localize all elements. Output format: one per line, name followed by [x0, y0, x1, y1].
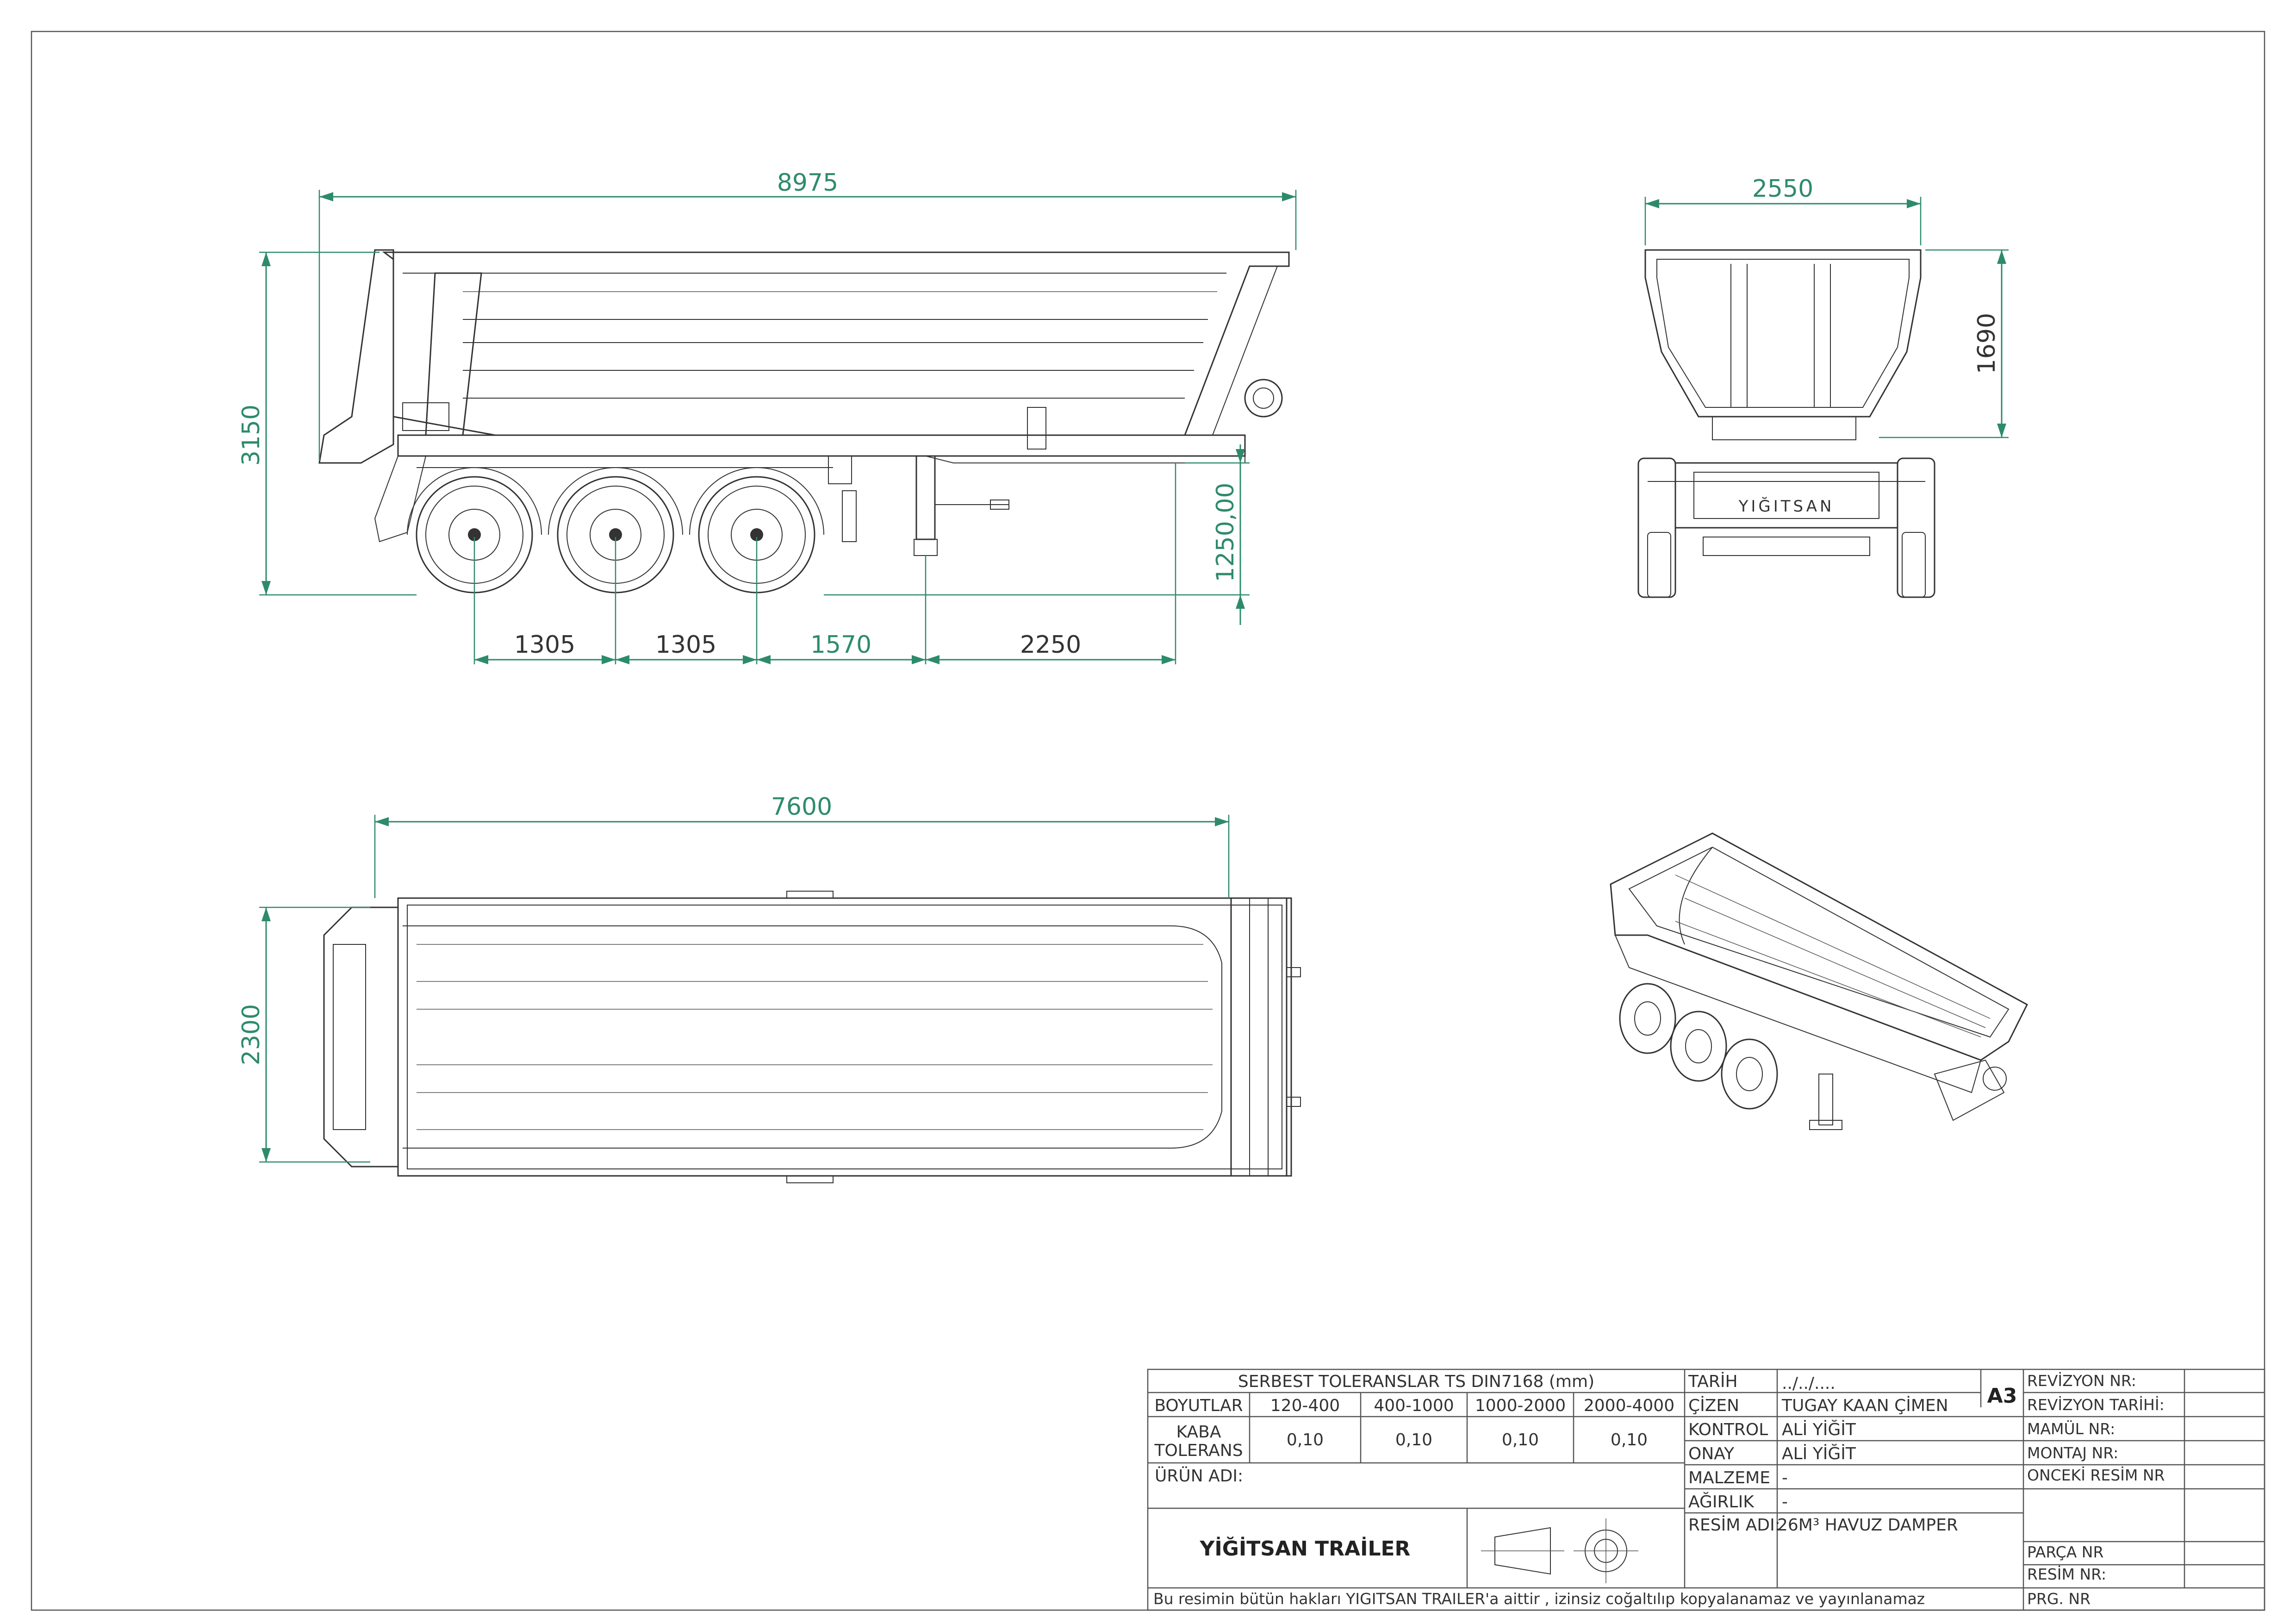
rear-brand-badge: YIĞITSAN: [1738, 497, 1835, 516]
revision-date-label: REVİZYON TARİHİ:: [2027, 1396, 2165, 1414]
side-view: [318, 249, 1290, 593]
weight-value: -: [1782, 1493, 1788, 1512]
top-view: [323, 891, 1301, 1183]
previous-drawing-label: ONCEKİ RESİM NR: [2027, 1466, 2165, 1484]
part-no-label: PARÇA NR: [2027, 1543, 2103, 1561]
check-label: KONTROL: [1688, 1420, 1768, 1439]
title-block: SERBEST TOLERANSLAR TS DIN7168 (mm) BOYU…: [1147, 1368, 2265, 1611]
dim-top-width: 2300: [237, 1004, 265, 1065]
copyright-notice: Bu resimin bütün hakları YIGITSAN TRAILE…: [1153, 1590, 1925, 1608]
tolerance-title: SERBEST TOLERANSLAR TS DIN7168 (mm): [1238, 1372, 1594, 1391]
size-range-4: 2000-4000: [1584, 1396, 1674, 1415]
size-range-2: 400-1000: [1374, 1396, 1454, 1415]
weight-label: AĞIRLIK: [1688, 1492, 1755, 1512]
dim-side-length: 8975: [777, 169, 838, 197]
material-label: MALZEME: [1688, 1468, 1770, 1487]
tolerance-value-3: 0,10: [1502, 1430, 1539, 1449]
size-range-3: 1000-2000: [1475, 1396, 1566, 1415]
drawing-no-label: RESİM NR:: [2027, 1565, 2106, 1583]
sheet-size: A3: [1987, 1384, 2017, 1408]
dim-axle-spacing-1: 1305: [514, 631, 575, 659]
dim-axle-spacing-2: 1305: [655, 631, 716, 659]
product-no-label: MAMÜL NR:: [2027, 1419, 2115, 1438]
dim-rear-width: 2550: [1752, 175, 1813, 203]
dim-side-height: 3150: [237, 405, 265, 466]
product-name-label: ÜRÜN ADI:: [1155, 1466, 1243, 1486]
rough-label-line2: TOLERANS: [1154, 1441, 1243, 1460]
rear-view: YIĞITSAN: [1637, 249, 1935, 598]
dim-leg-to-kingpin: 2250: [1020, 631, 1081, 659]
dim-coupling-height: 1250,00: [1212, 482, 1239, 582]
assembly-no-label: MONTAJ NR:: [2027, 1444, 2118, 1462]
sizes-label: BOYUTLAR: [1154, 1396, 1243, 1415]
drawing-name-value: 26M³ HAVUZ DAMPER: [1777, 1516, 1958, 1535]
drawn-value: TUGAY KAAN ÇİMEN: [1781, 1396, 1948, 1415]
drawing-name-label: RESİM ADI:: [1688, 1515, 1780, 1535]
approve-value: ALİ YİĞİT: [1782, 1444, 1856, 1463]
revision-no-label: REVİZYON NR:: [2027, 1372, 2136, 1390]
tolerance-value-4: 0,10: [1611, 1430, 1648, 1449]
tolerance-value-2: 0,10: [1395, 1430, 1432, 1449]
program-no-label: PRG. NR: [2027, 1590, 2091, 1608]
first-angle-projection-icon: [1481, 1518, 1638, 1583]
check-value: ALİ YİĞİT: [1782, 1420, 1856, 1439]
rough-label-line1: KABA: [1176, 1423, 1221, 1442]
side-view-dimensions: 8975 3150 1250,00 1305 1305 1570 2250: [237, 169, 1297, 664]
date-label: TARİH: [1688, 1372, 1738, 1391]
material-value: -: [1782, 1468, 1788, 1487]
dim-top-length: 7600: [771, 793, 832, 821]
company-name: YİĞİTSAN TRAİLER: [1200, 1536, 1411, 1561]
date-value: ../../....: [1782, 1374, 1836, 1393]
rear-view-dimensions: 2550 1690: [1644, 175, 2009, 438]
isometric-view: [1610, 832, 2028, 1130]
drawn-label: ÇİZEN: [1688, 1396, 1739, 1415]
size-range-1: 120-400: [1270, 1396, 1340, 1415]
tolerance-value-1: 0,10: [1287, 1430, 1324, 1449]
dim-axle-to-leg: 1570: [810, 631, 871, 659]
approve-label: ONAY: [1688, 1444, 1735, 1463]
dim-rear-body-height: 1690: [1973, 313, 2001, 374]
top-view-dimensions: 7600 2300: [237, 793, 1230, 1163]
